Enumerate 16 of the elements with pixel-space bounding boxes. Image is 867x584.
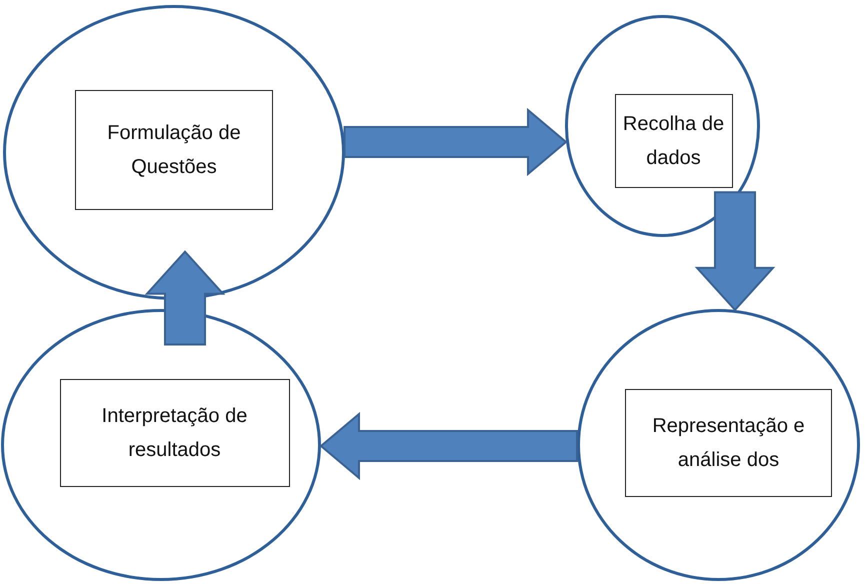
step-box (75, 90, 273, 210)
step-label: Representação e análise dos (651, 414, 806, 473)
arrow (694, 191, 776, 312)
arrow (319, 412, 578, 480)
cycle-ellipse (1, 309, 321, 581)
step-label: Formulação de Questões (106, 120, 242, 180)
arrow (344, 108, 568, 176)
step-label: Interpretação de resultados (100, 404, 248, 463)
cycle-ellipse (565, 15, 760, 237)
step-label: Recolha de dados (622, 112, 726, 171)
cycle-ellipse (577, 309, 860, 581)
cycle-ellipse (3, 5, 345, 300)
step-box (614, 94, 732, 188)
arrow (144, 250, 226, 346)
step-box (60, 379, 290, 487)
step-box (625, 389, 832, 497)
